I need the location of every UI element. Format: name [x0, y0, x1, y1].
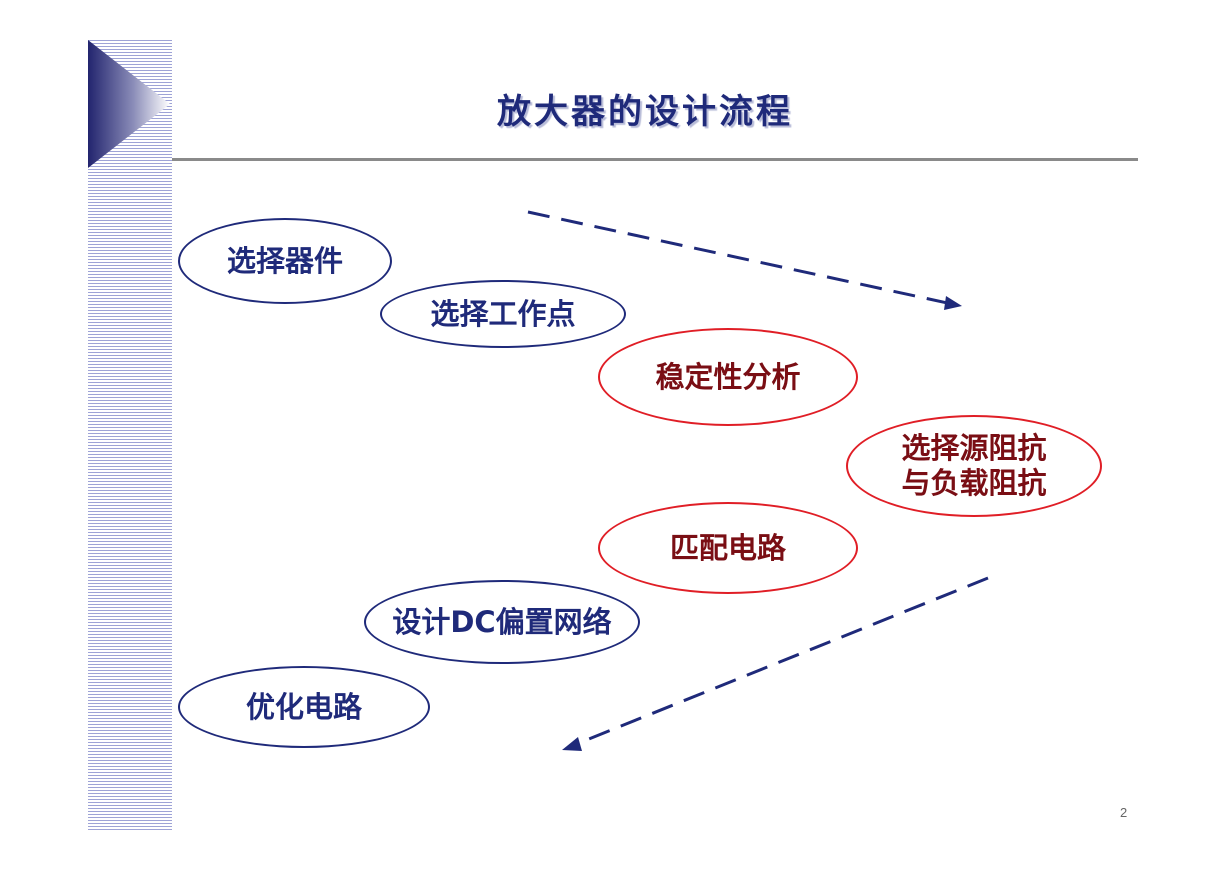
page-number: 2	[1120, 805, 1128, 820]
decorative-stripe-bar	[88, 40, 172, 830]
step-label: 选择工作点	[430, 296, 576, 331]
step-select-device: 选择器件	[178, 218, 392, 304]
triangle-ornament	[88, 40, 170, 168]
step-label: 优化电路	[245, 689, 362, 724]
step-select-operating-point: 选择工作点	[380, 280, 626, 348]
step-label-line-1: 选择源阻抗	[901, 431, 1047, 466]
step-label: 稳定性分析	[655, 359, 801, 394]
step-optimize-circuit: 优化电路	[178, 666, 430, 748]
step-label-line-2: 与负载阻抗	[901, 466, 1047, 500]
step-dc-bias-network: 设计DC偏置网络	[364, 580, 640, 664]
step-matching-circuit: 匹配电路	[598, 502, 858, 594]
arrow-top-right	[527, 210, 962, 310]
step-select-impedance: 选择源阻抗 与负载阻抗	[846, 415, 1102, 517]
step-stability-analysis: 稳定性分析	[598, 328, 858, 426]
step-label: 设计DC偏置网络	[392, 604, 612, 639]
step-label: 匹配电路	[669, 530, 786, 565]
arrow-bottom-left	[562, 576, 989, 751]
title-divider	[172, 158, 1138, 161]
slide-title: 放大器的设计流程	[497, 92, 793, 132]
step-label: 选择器件	[226, 243, 343, 278]
